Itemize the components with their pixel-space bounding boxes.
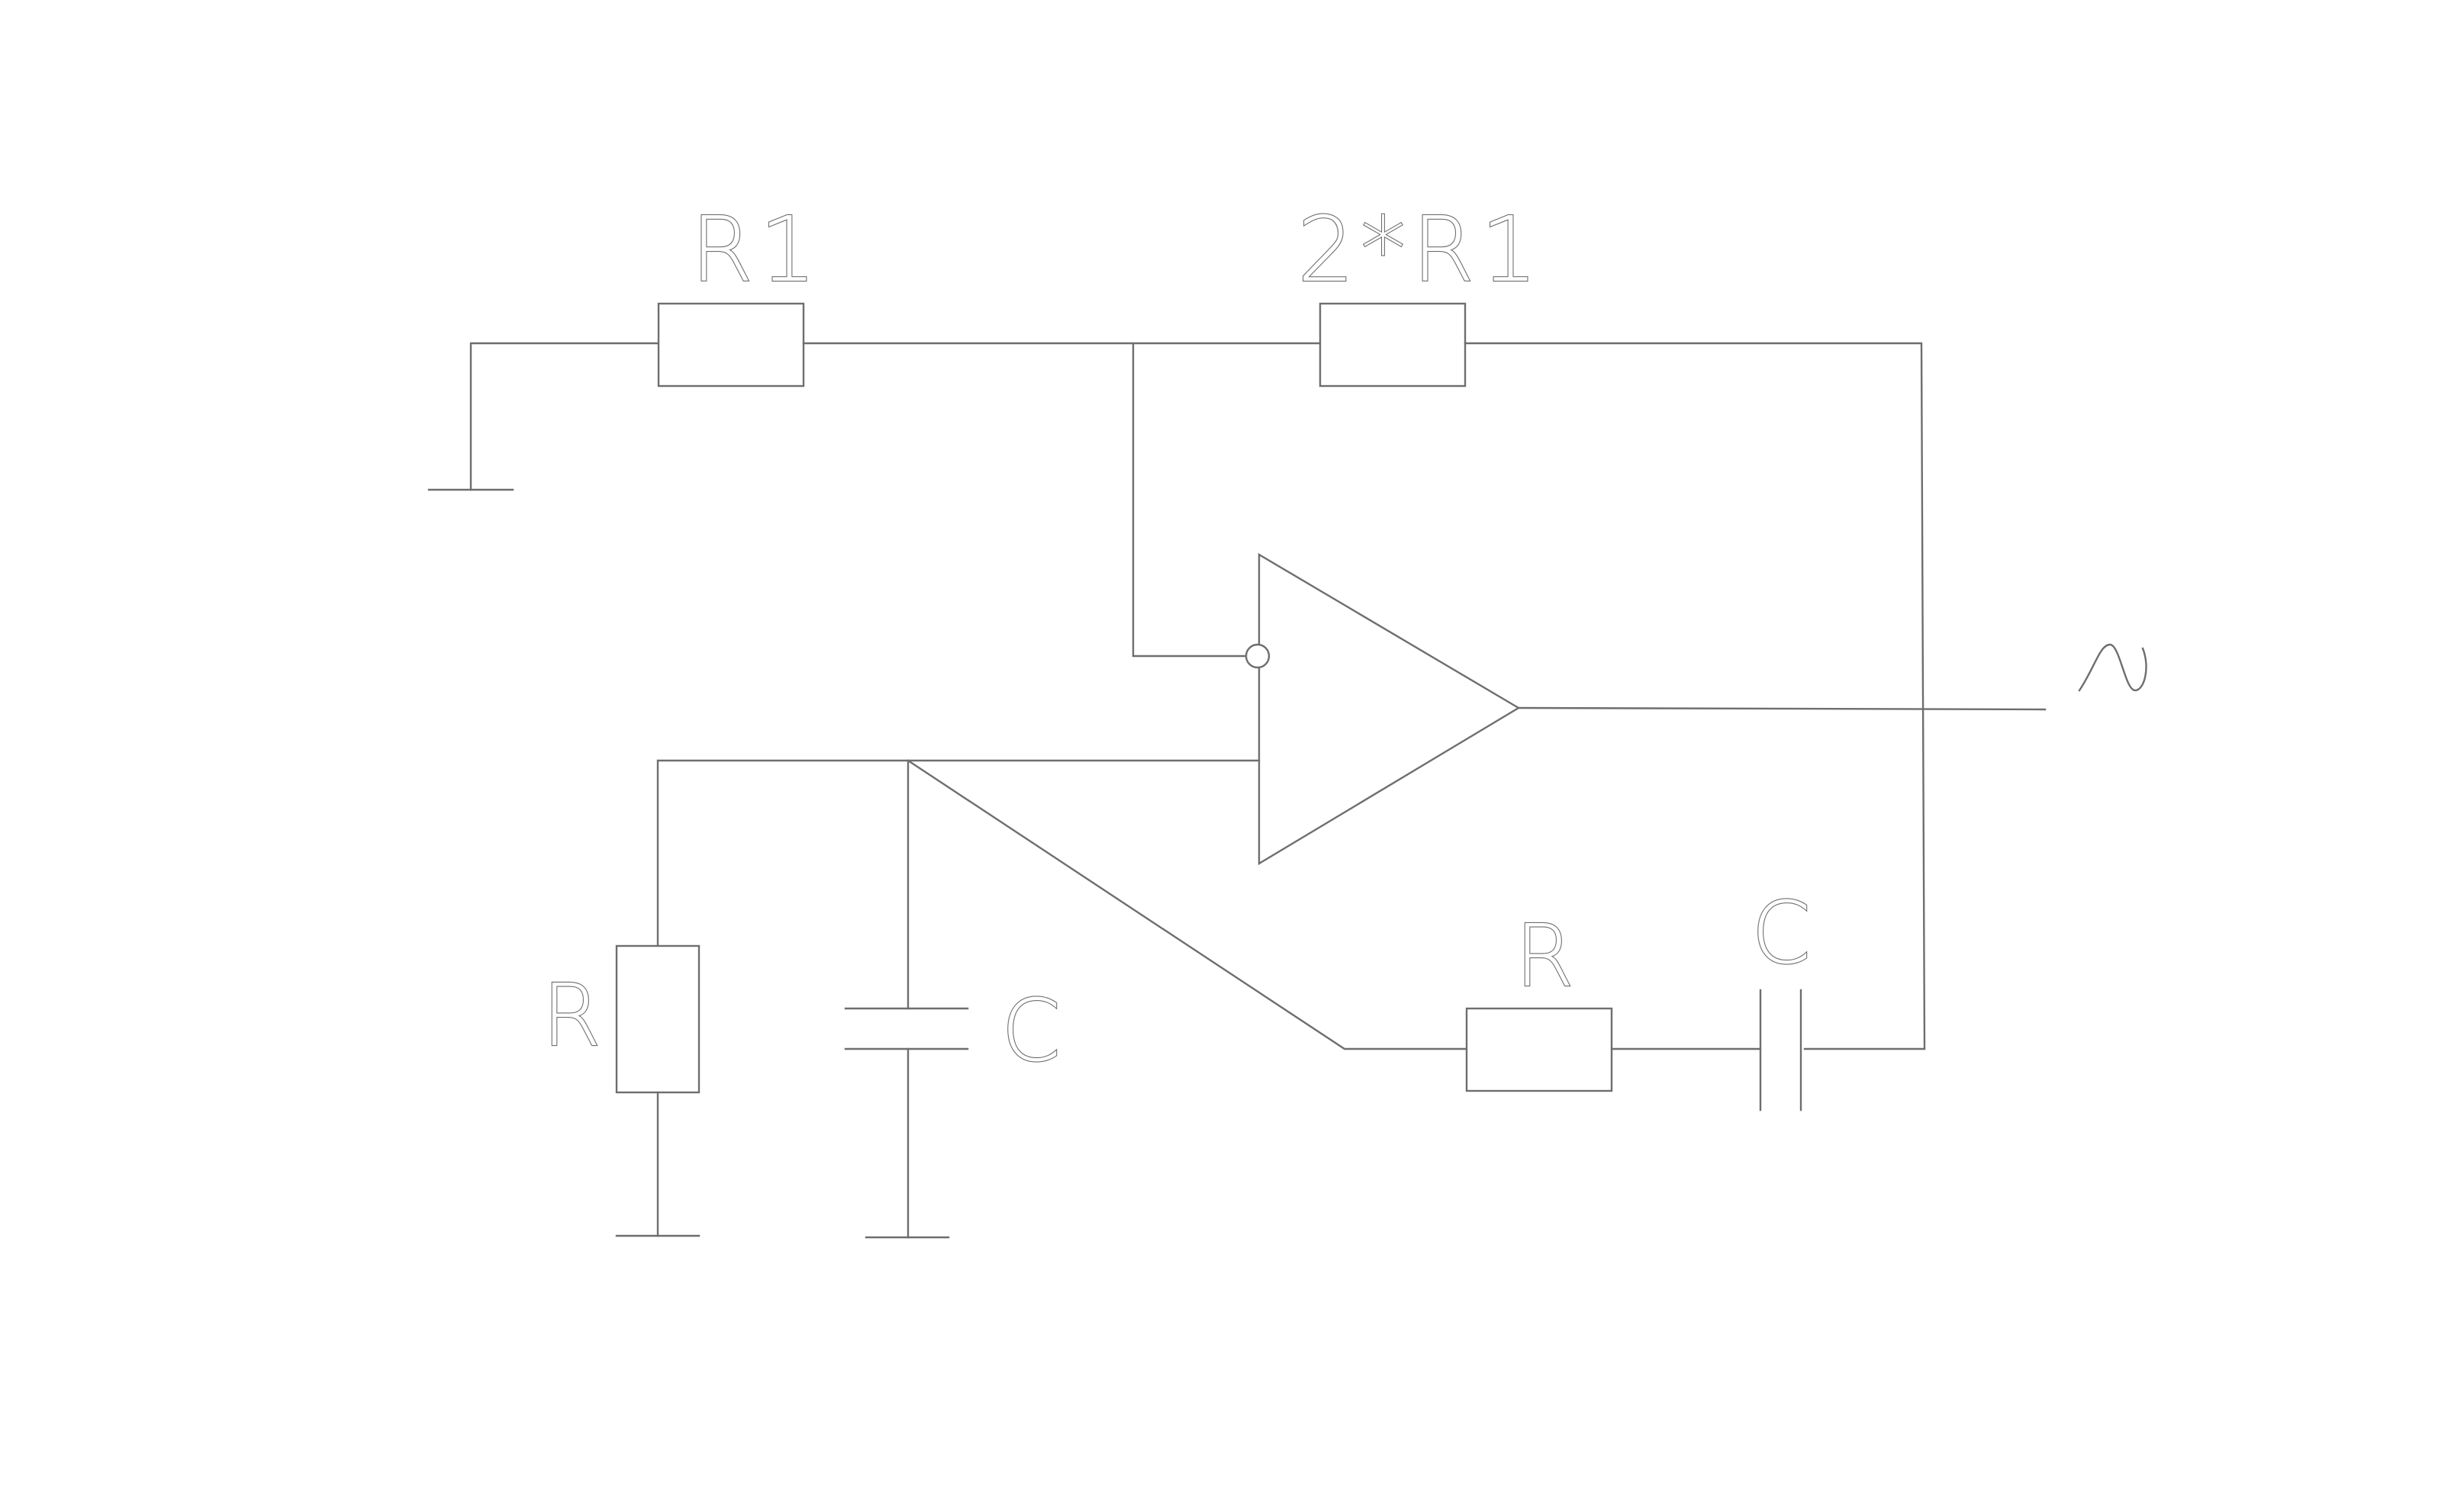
op-amp xyxy=(1258,552,1521,866)
resistor-2r1 xyxy=(1319,302,1467,388)
label-r1: R1 xyxy=(691,197,823,302)
label-r-bottom: R xyxy=(1515,907,1574,1006)
label-c-bottom: C xyxy=(1751,884,1811,983)
resistor-r-bottom xyxy=(1465,1007,1613,1092)
capacitor-c-bottom xyxy=(1610,989,1802,1111)
sine-wave-icon xyxy=(2078,643,2147,692)
label-r-left: R xyxy=(542,967,601,1066)
ground-top-left xyxy=(427,342,662,491)
wire-noninverting-input xyxy=(656,759,1261,947)
wire-output xyxy=(1517,706,2047,711)
resistor-r-left xyxy=(615,944,701,1094)
capacitor-c-left xyxy=(844,759,969,1239)
ground-left-r xyxy=(615,1091,701,1237)
wire-diagonal xyxy=(907,759,1468,1050)
label-2r1: 2*R1 xyxy=(1297,197,1544,302)
wire-feedback-top xyxy=(1464,342,1926,1050)
inverting-input-bubble xyxy=(1245,643,1271,669)
resistor-r1 xyxy=(657,302,805,388)
wire-inverting-input xyxy=(1132,342,1249,658)
label-c-left: C xyxy=(1001,982,1061,1081)
